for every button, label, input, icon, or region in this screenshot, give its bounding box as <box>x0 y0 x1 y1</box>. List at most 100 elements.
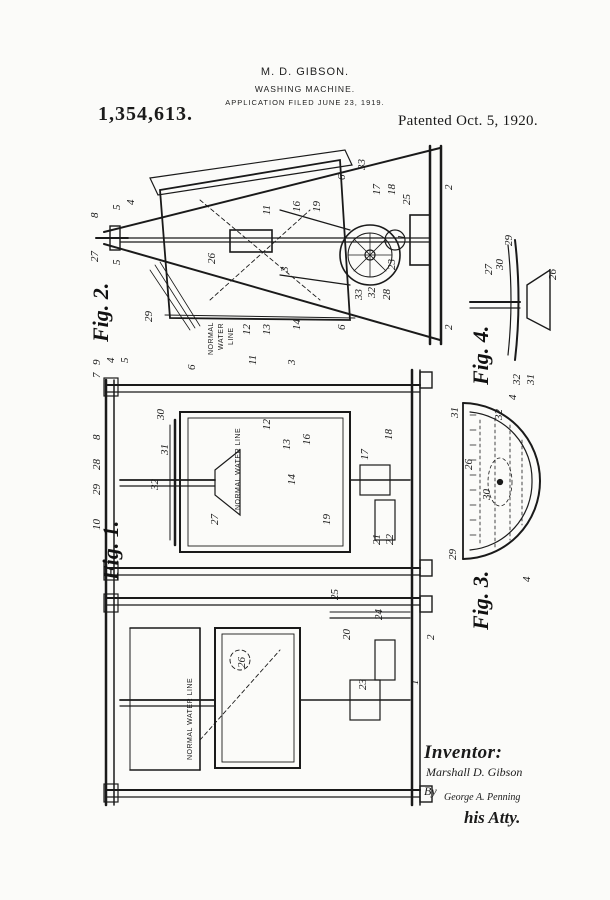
header-inventor-name: M. D. GIBSON. <box>260 66 350 78</box>
fig1-num-18a: 18 <box>383 429 395 441</box>
fig1-num-25b: 25 <box>329 589 341 601</box>
fig1-num-21a: 21 <box>371 534 383 545</box>
fig2-num-5b: 5 <box>111 259 123 265</box>
fig1-num-10a: 10 <box>91 519 103 531</box>
fig2-num-32: 32 <box>366 287 378 300</box>
fig1-normal-water-line-lower: NORMAL WATER LINE <box>187 678 194 760</box>
fig3-num-30: 30 <box>481 489 493 502</box>
fig1-num-9a: 9 <box>91 359 103 365</box>
fig4-num-32: 32 <box>511 374 523 387</box>
fig4-num-27: 27 <box>483 264 495 276</box>
fig4-num-31: 31 <box>525 374 537 386</box>
fig1-num-26b: 26 <box>236 657 248 669</box>
fig1-num-24b: 24 <box>373 609 385 621</box>
attorney-title: his Atty. <box>464 808 521 827</box>
fig2-num-8: 8 <box>89 212 101 218</box>
fig2-num-17: 17 <box>371 184 383 196</box>
fig1-drawing <box>103 368 433 807</box>
fig1-num-4a: 4 <box>105 357 117 363</box>
fig1-num-1b: 1 <box>409 680 421 686</box>
fig3-labels: 4 4 31 32 30 26 29 Fig. 3. <box>447 394 533 631</box>
fig1-normal-water-line-upper: NORMAL WATER LINE <box>235 428 242 510</box>
fig2-water: WATER <box>218 323 225 350</box>
fig2-num-11: 11 <box>261 205 273 215</box>
fig2-num-6: 6 <box>336 174 348 180</box>
fig2-num-33b: 33 <box>353 289 365 302</box>
fig2-num-28: 28 <box>381 289 393 301</box>
fig1-num-3a: 3 <box>286 359 298 366</box>
fig1-num-31a: 32 <box>149 479 161 492</box>
fig1-num-27a: 28 <box>91 459 103 471</box>
fig1-num-2b: 2 <box>425 634 437 640</box>
fig1-num-19a: 19 <box>321 514 333 526</box>
fig4-title: Fig. 4. <box>468 326 493 386</box>
fig1-num-5a: 5 <box>119 357 131 363</box>
fig2-drawing <box>95 144 443 346</box>
fig2-num-2: 2 <box>443 184 455 190</box>
fig2-num-29: 29 <box>143 311 155 323</box>
fig1-num-29a: 30 <box>155 409 167 422</box>
fig3-num-4a: 4 <box>507 394 519 400</box>
fig2-num-5: 5 <box>111 204 123 210</box>
fig4-num-29: 29 <box>503 235 515 247</box>
fig2-num-14: 14 <box>291 319 303 331</box>
fig1-num-23b: 23 <box>357 679 369 691</box>
fig1-title: Fig. 1. <box>98 521 123 581</box>
fig2-num-19: 19 <box>311 201 323 213</box>
patent-number: 1,354,613. <box>98 103 193 125</box>
header-application-filed: APPLICATION FILED JUNE 23, 1919. <box>225 98 385 107</box>
fig1-num-7a: 7 <box>91 372 103 378</box>
fig2-num-2b: 2 <box>443 324 455 330</box>
fig1-num-8a: 8 <box>91 434 103 440</box>
fig3-num-29: 29 <box>447 549 459 561</box>
header-title: WASHING MACHINE. <box>254 84 356 94</box>
fig1-num-28a: 29 <box>91 484 103 496</box>
fig1-num-22a: 22 <box>384 534 396 546</box>
fig1-num-14a: 14 <box>286 474 298 486</box>
attorney-signature: George A. Penning <box>444 792 521 803</box>
patented-date: Patented Oct. 5, 1920. <box>398 113 538 129</box>
fig1-num-6a: 6 <box>186 364 198 370</box>
by-label: By <box>424 784 437 798</box>
fig4-labels: 29 26 27 30 31 32 Fig. 4. <box>468 235 559 387</box>
fig2-num-27: 27 <box>89 251 101 263</box>
fig2-title: Fig. 2. <box>88 283 113 343</box>
fig2-num-1: 1 <box>396 235 408 241</box>
fig1-labels: 7 9 4 5 8 28 29 10 6 3 11 12 13 14 16 17… <box>91 355 437 760</box>
fig2-num-6b: 6 <box>336 324 348 330</box>
fig3-num-31: 31 <box>449 407 461 419</box>
fig1-num-26a: 27 <box>209 514 221 526</box>
fig2-num-12: 12 <box>241 324 253 336</box>
fig2-num-3: 3 <box>279 266 291 273</box>
fig4-drawing <box>469 239 551 361</box>
fig2-num-18: 18 <box>386 184 398 196</box>
fig2-num-25: 25 <box>401 194 413 206</box>
fig2-num-16: 16 <box>291 201 303 213</box>
fig2-num-23: 23 <box>386 259 398 271</box>
fig4-num-30: 30 <box>494 259 506 272</box>
fig1-num-16a: 16 <box>301 434 313 446</box>
fig1-num-30a: 31 <box>159 444 171 456</box>
fig3-title: Fig. 3. <box>468 571 493 631</box>
fig2-line: LINE <box>228 327 235 345</box>
fig1-num-11a: 11 <box>247 355 259 365</box>
signature-block: Inventor: Marshall D. Gibson By George A… <box>424 742 599 827</box>
fig3-num-26: 26 <box>463 459 475 471</box>
fig2-num-33: 33 <box>356 159 368 172</box>
inventor-signature: Marshall D. Gibson <box>426 765 523 779</box>
fig2-num-13: 13 <box>261 324 273 336</box>
inventor-label: Inventor: <box>424 742 503 763</box>
fig3-num-32: 32 <box>493 409 505 422</box>
fig1-num-13a: 13 <box>281 439 293 451</box>
fig4-num-26: 26 <box>547 269 559 281</box>
fig2-num-26: 26 <box>206 253 218 265</box>
fig1-num-17a: 17 <box>359 449 371 461</box>
fig2-labels: 2 2 1 5 5 4 6 6 8 27 29 3 33 11 14 16 17… <box>88 159 455 356</box>
fig2-normal: NORMAL <box>208 322 215 355</box>
fig2-num-4: 4 <box>125 199 137 205</box>
fig3-drawing <box>462 402 542 560</box>
fig1-num-20b: 20 <box>341 629 353 641</box>
fig3-num-4b: 4 <box>521 576 533 582</box>
fig1-num-12a: 12 <box>261 419 273 431</box>
